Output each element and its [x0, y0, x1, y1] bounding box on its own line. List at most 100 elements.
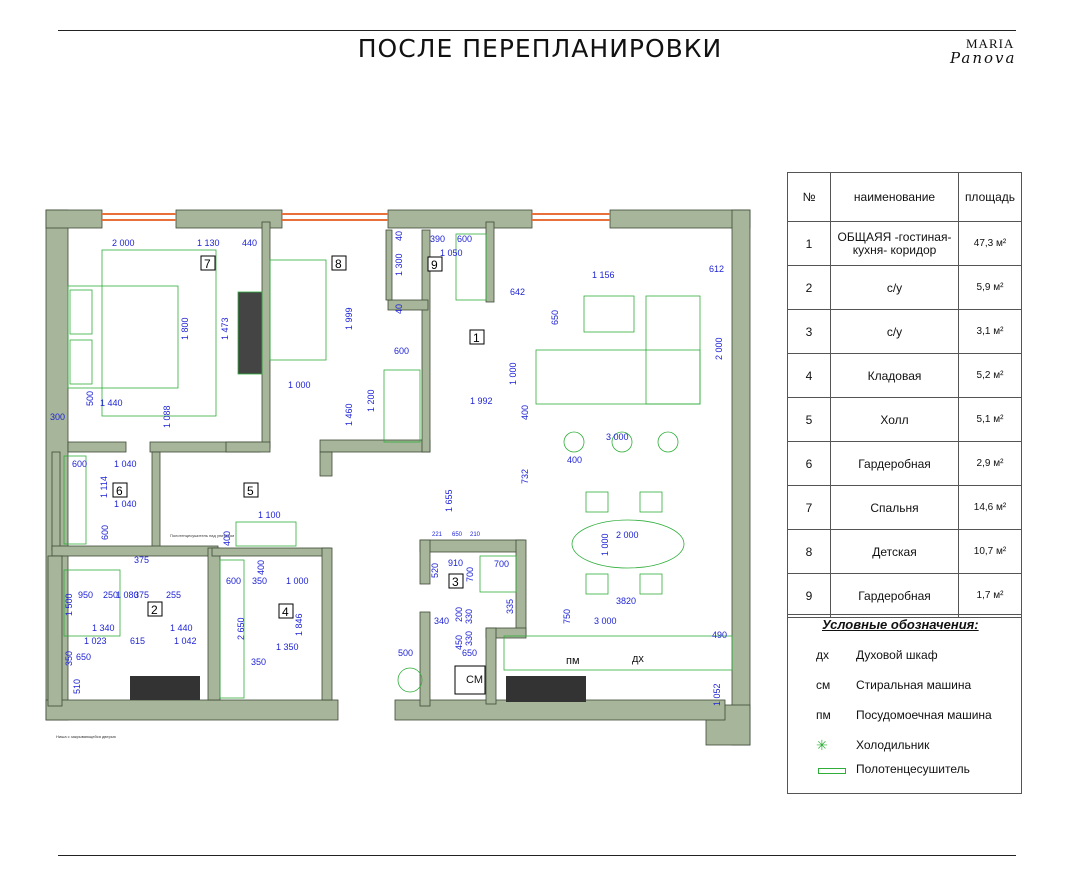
room-number-8: 8: [335, 257, 342, 271]
wall-int-10: [319, 451, 333, 477]
pillow-1: [69, 289, 93, 335]
logo-name: MARIA: [966, 36, 1015, 51]
sink-unit-2: [506, 676, 586, 702]
wall-int-18: [419, 539, 431, 585]
dh-label: дх: [632, 653, 644, 665]
dim-300: 300: [50, 412, 65, 422]
dim-1000a: 1 000: [288, 380, 311, 390]
dim-1300: 1 300: [394, 253, 404, 276]
row-name: Спальня: [830, 485, 959, 530]
room-box-3: [448, 573, 464, 589]
dim-1114: 1 114: [99, 476, 109, 498]
dim-1340: 1 340: [92, 623, 115, 633]
row-area: 3,1 м²: [958, 309, 1022, 354]
chair-4: [639, 573, 663, 595]
dim-1023: 1 023: [84, 636, 107, 646]
dim-3000b: 3 000: [594, 616, 617, 626]
sofa: [535, 349, 701, 405]
room-number-5: 5: [247, 484, 254, 498]
legend-item: Полотенцесушитель: [788, 762, 1021, 780]
stool-2: [611, 431, 633, 453]
row-number: 1: [787, 221, 831, 266]
wall-int-11: [51, 451, 61, 551]
dim-612: 612: [709, 264, 724, 274]
dim-600b: 600: [100, 525, 110, 540]
dim-1800: 1 800: [180, 317, 190, 340]
row-area: 5,2 м²: [958, 353, 1022, 398]
console: [235, 521, 297, 547]
top-rule: [58, 30, 1016, 31]
wall-top-a: [45, 209, 103, 229]
table-row: 9 Гардеробная 1,7 м²: [787, 573, 1022, 618]
dim-400a: 400: [520, 405, 530, 420]
dim-1200: 1 200: [366, 389, 376, 412]
pillow-2: [69, 339, 93, 385]
kitchen-counter: [503, 635, 733, 671]
wall-int-6: [421, 229, 431, 453]
dim-1052: 1 052: [712, 683, 722, 706]
wall-int-12: [151, 451, 161, 551]
dining-table: [571, 519, 685, 569]
dim-40a: 40: [394, 231, 404, 241]
table-row: 3 с/у 3,1 м²: [787, 309, 1022, 354]
floor-plan: 1 2 3 4 5 6 7 8 9 СМ пм дх Полотенцесуши…: [45, 209, 751, 746]
wall-int-17: [419, 539, 525, 553]
dim-950: 950: [78, 590, 93, 600]
legend-box: Условные обозначения: дх Духовой шкаф см…: [787, 614, 1022, 794]
wall-int-7: [387, 299, 429, 311]
dim-1655: 1 655: [444, 489, 454, 512]
window-group: [102, 213, 610, 221]
table-row: 7 Спальня 14,6 м²: [787, 485, 1022, 530]
wall-int-15: [211, 547, 331, 557]
dim-510: 510: [72, 679, 82, 694]
row-number: 2: [787, 265, 831, 310]
dim-500b: 500: [398, 648, 413, 658]
dim-615: 615: [130, 636, 145, 646]
row-number: 8: [787, 529, 831, 574]
wall-bottom-a: [45, 699, 339, 721]
storage-shelves: [219, 559, 245, 699]
dim-1042: 1 042: [174, 636, 197, 646]
table-row: 2 с/у 5,9 м²: [787, 265, 1022, 310]
rooms-table: № наименование площадь 1 ОБЩАЯЯ -гостина…: [787, 172, 1022, 618]
row-area: 10,7 м²: [958, 529, 1022, 574]
legend-title: Условные обозначения:: [822, 617, 979, 632]
legend-symbol: пм: [816, 708, 831, 722]
room-number-3: 3: [452, 575, 459, 589]
dim-1999: 1 999: [344, 307, 354, 330]
wall-int-19: [515, 539, 527, 637]
dim-650s: 650: [452, 532, 463, 538]
dim-375a: 375: [134, 555, 149, 565]
wall-int-2: [67, 441, 127, 453]
row-name: Гардеробная: [830, 573, 959, 618]
dim-1440b: 1 440: [170, 623, 193, 633]
chair-2: [639, 491, 663, 513]
desk: [383, 369, 421, 443]
dim-221: 221: [432, 532, 443, 538]
wall-int-1: [261, 221, 271, 449]
wall-int-4: [225, 441, 271, 453]
wall-top-d: [609, 209, 751, 229]
room-number-2: 2: [151, 603, 158, 617]
dim-650b: 650: [76, 652, 91, 662]
dim-1050: 1 050: [440, 248, 463, 258]
dim-1846: 1 846: [294, 613, 304, 636]
row-name: Детская: [830, 529, 959, 574]
dim-40b: 40: [394, 304, 404, 314]
row-number: 9: [787, 573, 831, 618]
legend-item: пм Посудомоечная машина: [788, 708, 1021, 726]
dim-1473: 1 473: [220, 317, 230, 340]
room-box-8: [331, 255, 347, 271]
room-box-6: [112, 482, 128, 498]
col-name: наименование: [830, 172, 959, 222]
pm-label: пм: [566, 655, 580, 667]
stool-3: [657, 431, 679, 453]
dim-390: 390: [430, 234, 445, 244]
legend-text: Посудомоечная машина: [856, 708, 992, 722]
wardrobe-7: [455, 233, 487, 301]
dim-650a: 650: [550, 310, 560, 325]
dim-1156: 1 156: [592, 270, 615, 280]
room-number-7: 7: [204, 257, 211, 271]
dim-2000-top: 2 000: [112, 238, 135, 248]
col-area: площадь: [958, 172, 1022, 222]
